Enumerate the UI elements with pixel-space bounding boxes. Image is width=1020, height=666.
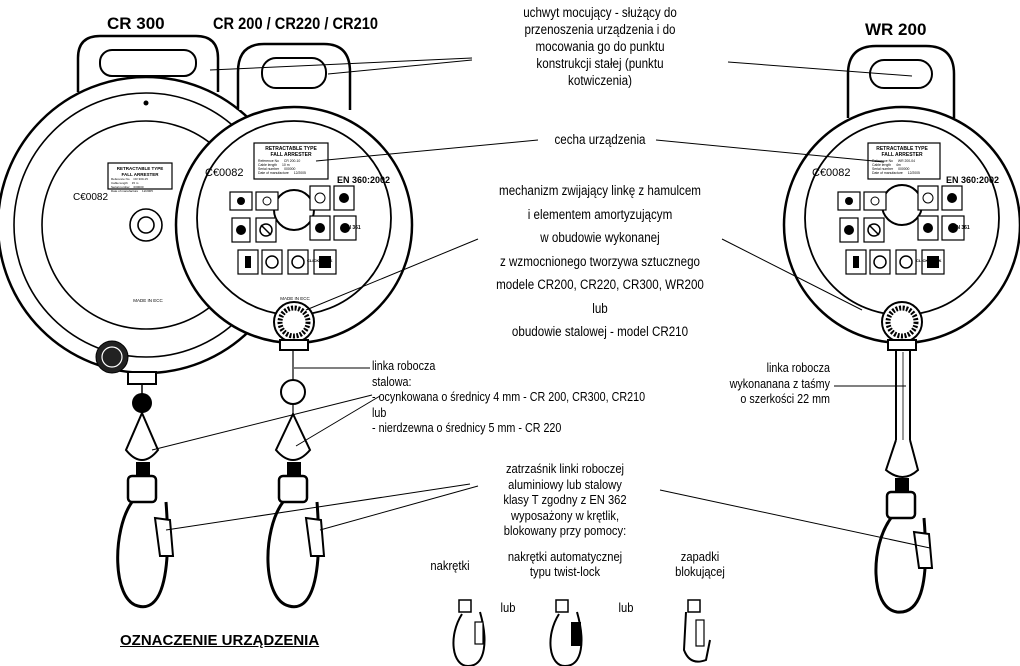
wr200-standard: EN 360:2002: [946, 175, 999, 185]
cr200-device: [174, 42, 414, 351]
cr200-ce-mark: C€0082: [205, 167, 244, 179]
cr300-title: CR 300: [107, 14, 165, 33]
wr-plate-line1: RETRACTABLE TYPE: [876, 146, 928, 152]
cr300-made-in: MADE IN ECC: [133, 298, 163, 303]
lock-nut-label: nakrętki: [430, 558, 470, 573]
wr200-en361: EN 361: [953, 225, 970, 231]
wr200-device: [782, 44, 1020, 351]
steel-line-caption-line: - ocynkowana o średnicy 4 mm - CR 200, C…: [372, 390, 646, 404]
plate-line2: FALL ARRESTER: [270, 152, 312, 158]
carabiner-caption-line: blokowany przy pomocy:: [503, 523, 627, 538]
wr200-webbing-carabiner: [874, 349, 934, 614]
handle-caption-line: mocowania go do punktu: [535, 39, 665, 54]
wr-plate-line2: FALL ARRESTER: [881, 152, 923, 158]
lock-twist-label-line: typu twist-lock: [529, 564, 601, 579]
carabiner-latch-icon: [682, 599, 711, 663]
cr200-en361: EN 361: [344, 225, 361, 231]
cr200-group-title: CR 200 / CR220 / CR210: [213, 14, 378, 33]
cr300-plate-row: Cable length 15 m: [111, 181, 139, 185]
steel-line-caption-line: stalowa:: [372, 374, 412, 389]
carabiner-nut-icon: [452, 599, 486, 666]
wr200-plate-row: Serial number 000000: [872, 167, 909, 171]
mechanism-caption-line: lub: [592, 300, 608, 316]
section-heading: OZNACZENIE URZĄDZENIA: [120, 632, 320, 649]
cr200-plate-row: Reference No CR 200-10: [258, 159, 300, 163]
mechanism-caption-line: mechanizm zwijający linkę z hamulcem: [499, 183, 701, 198]
mechanism-caption-line: z wzmocnionego tworzywa sztucznego: [499, 253, 701, 269]
cr300-line-carabiner: [116, 384, 175, 609]
mechanism-caption-line: modele CR200, CR220, CR300, WR200: [496, 277, 704, 292]
wr200-plate-row: Cable length 4m: [872, 163, 901, 167]
webbing-caption-line: wykonanana z taśmy: [729, 376, 830, 391]
cr300-plate-line1: RETRACTABLE TYPE: [117, 166, 163, 171]
leader-lines: [151, 57, 931, 549]
steel-line-caption-line: lub: [372, 405, 387, 420]
cr300-plate-row: Date of manufacture 12/2005: [111, 189, 153, 193]
lock-latch-label: zapadki blokującej: [661, 549, 738, 579]
carabiner-caption: zatrzaśnik linki roboczej aluminiowy lub…: [466, 461, 664, 539]
wr200-ce-mark: C€0082: [812, 167, 851, 179]
lock-latch-label-line: zapadki: [680, 549, 720, 564]
mechanism-caption: mechanizm zwijający linkę z hamulcem i e…: [462, 179, 737, 344]
wr200-title: WR 200: [865, 20, 927, 39]
mechanism-caption-line: w obudowie wykonanej: [540, 230, 660, 245]
carabiner-caption-line: aluminiowy lub stalowy: [508, 476, 622, 492]
wr200-plate-row: Reference No WR 200-04: [872, 159, 915, 163]
steel-line-caption-line: - nierdzewna o średnicy 5 mm - CR 220: [372, 421, 562, 435]
carabiner-caption-line: klasy T zgodny z EN 362: [503, 492, 627, 507]
handle-caption-line: uchwyt mocujący - służący do: [523, 5, 677, 20]
cr200-line-carabiner: [266, 350, 326, 609]
cr200-made-in: MADE IN ECC: [280, 296, 310, 301]
cr200-click-label: CLICK CLICK: [307, 258, 333, 263]
wr200-plate-row: Date of manufacture 12/2005: [872, 171, 920, 175]
cr200-standard: EN 360:2002: [337, 175, 390, 185]
webbing-caption-line: o szerkości 22 mm: [740, 392, 830, 406]
or-label-2: lub: [618, 600, 634, 615]
cr300-plate-line2: FALL ARRESTER: [121, 172, 159, 177]
lock-twist-label-line: nakrętki automatycznej: [507, 549, 623, 564]
cr200-plate-row: Date of manufacture 12/2005: [258, 171, 306, 175]
handle-caption-line: konstrukcji stałej (punktu: [536, 56, 664, 71]
mechanism-caption-line: obudowie stalowej - model CR210: [511, 324, 689, 339]
handle-caption-line: kotwiczenia): [568, 73, 632, 88]
plate-line1: RETRACTABLE TYPE: [265, 146, 317, 152]
steel-line-caption-line: linka robocza: [372, 359, 436, 373]
cr200-plate-row: Serial number 000000: [258, 167, 295, 171]
lock-twist-label: nakrętki automatycznej typu twist-lock: [501, 549, 630, 579]
handle-caption: uchwyt mocujący - służący do przenoszeni…: [480, 4, 721, 89]
webbing-caption-line: linka robocza: [766, 361, 830, 375]
mechanism-caption-line: i elementem amortyzującym: [527, 206, 673, 222]
lock-latch-label-line: blokującej: [675, 564, 725, 579]
cr300-ce-mark: C€0082: [73, 192, 108, 203]
handle-caption-line: przenoszenia urządzenia i do: [524, 22, 676, 37]
wr200-click-label: CLICK CLICK: [916, 258, 942, 263]
marking-caption: cecha urządzenia: [554, 132, 646, 147]
or-label-1: lub: [500, 600, 516, 615]
carabiner-caption-line: wyposażony w krętlik,: [510, 507, 620, 523]
webbing-line-caption: linka robocza wykonanana z taśmy o szerk…: [701, 361, 830, 408]
cr300-plate-row: Serial number 000000: [111, 185, 144, 189]
cr200-plate-row: Cable length 10 m: [258, 163, 290, 167]
carabiner-caption-line: zatrzaśnik linki roboczej: [505, 461, 625, 476]
carabiner-twistlock-icon: [549, 599, 583, 666]
steel-line-caption: linka robocza stalowa: - ocynkowana o śr…: [372, 359, 699, 437]
cr300-plate-row: Reference No CR 300-15: [111, 177, 148, 181]
